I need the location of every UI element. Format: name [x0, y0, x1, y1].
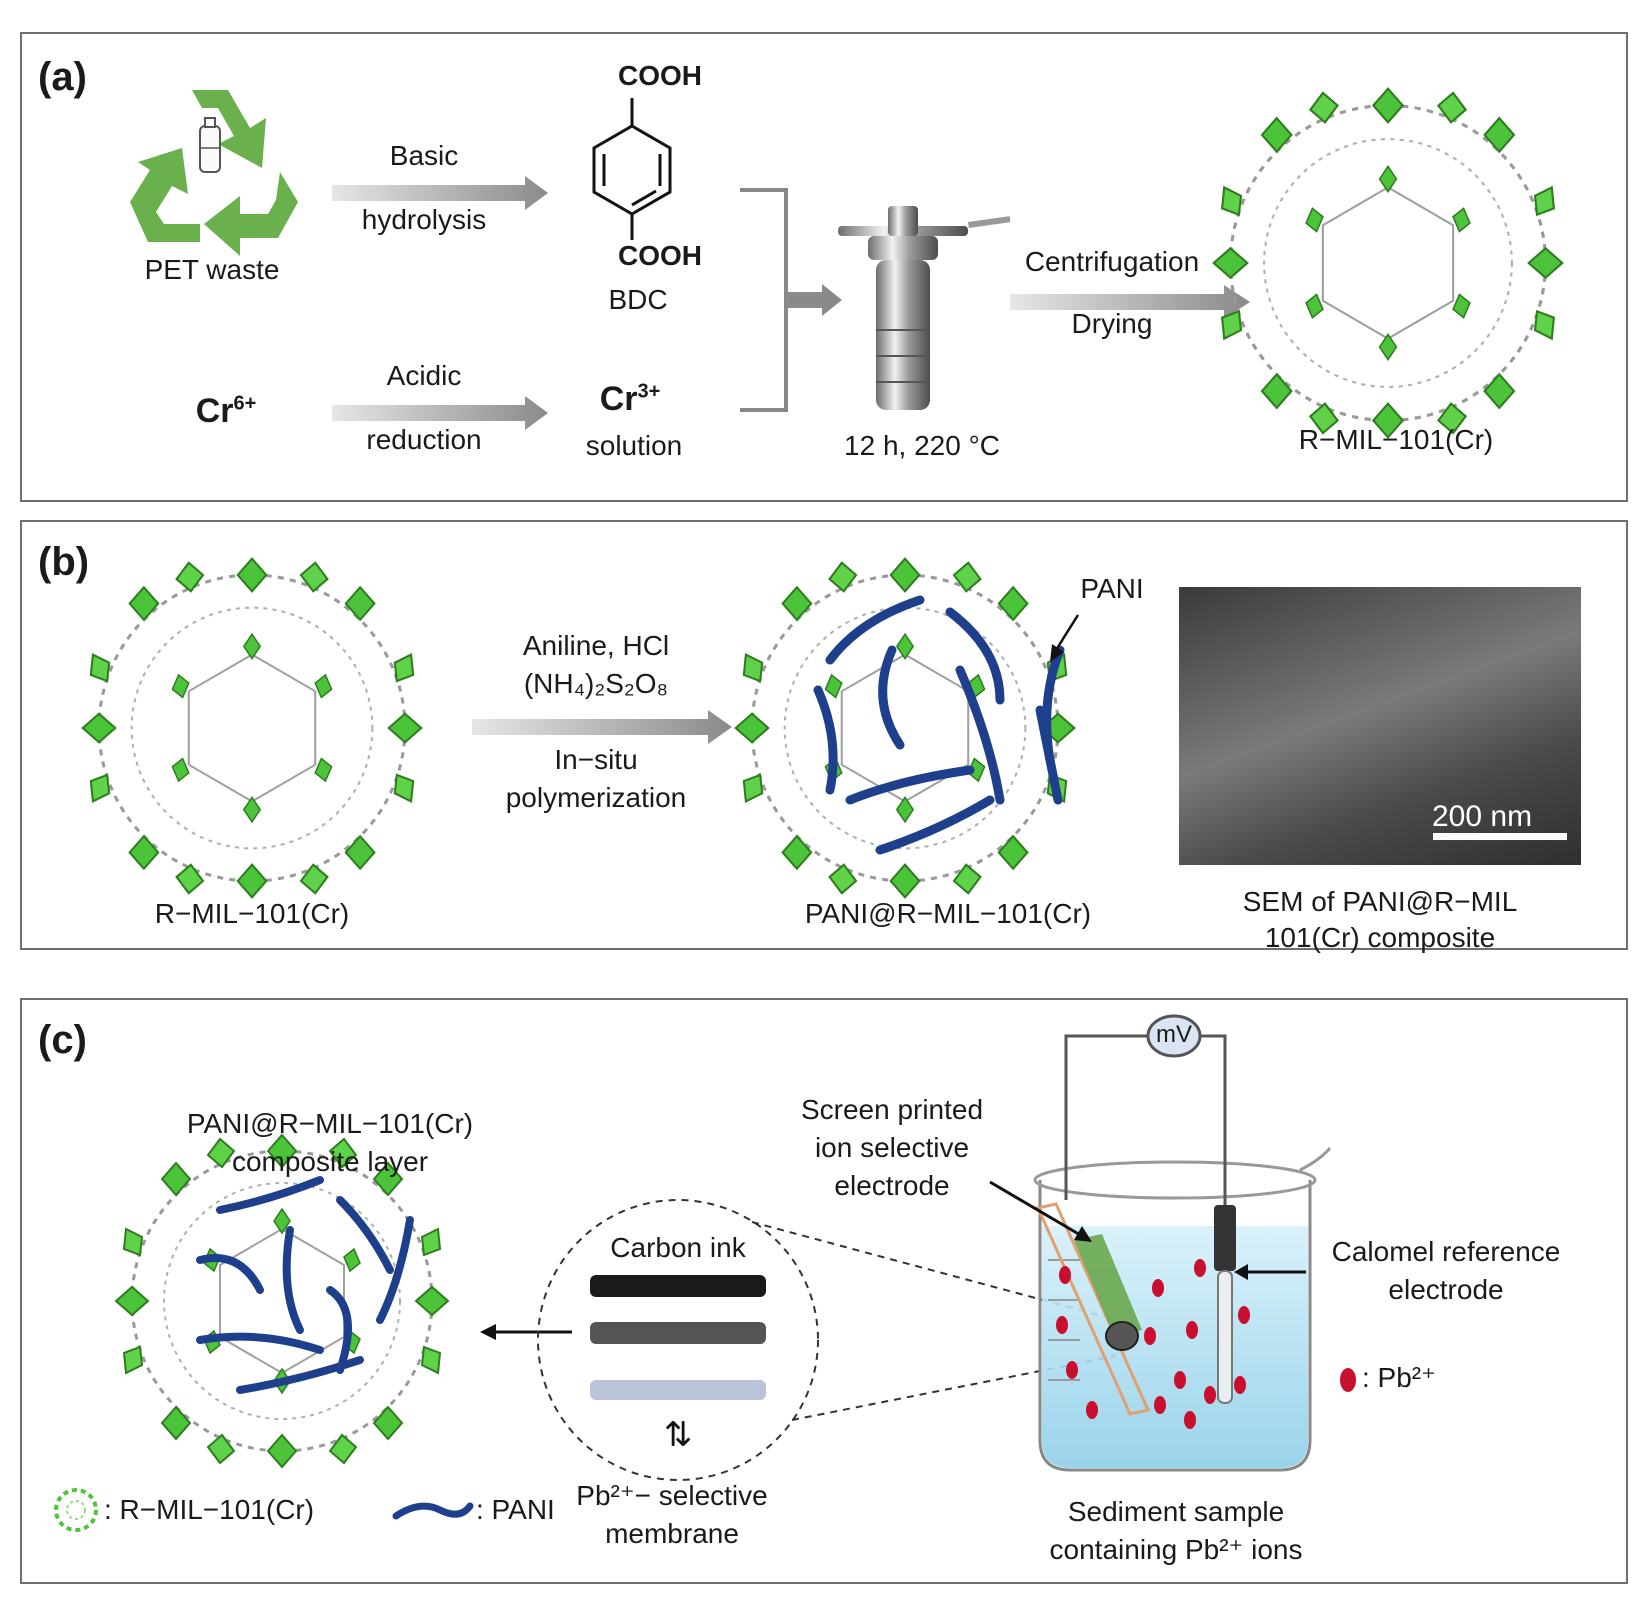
arrow-reduction	[332, 396, 548, 430]
composite-label-b: PANI@R−MIL−101(Cr)	[804, 898, 1092, 929]
screen-printed-electrode	[1035, 1202, 1151, 1416]
spe-pointer	[989, 1180, 1083, 1238]
hydrolysis-label: hydrolysis	[361, 204, 487, 235]
panel-c-label: (c)	[38, 1018, 87, 1062]
spe-pointer-head	[1074, 1226, 1092, 1242]
calomel-electrode	[1214, 1205, 1236, 1404]
carbon-ink-label: Carbon ink	[610, 1232, 746, 1263]
cr3-symbol: Cr	[599, 380, 638, 418]
mof-structure-a	[1212, 87, 1564, 439]
pani-mof-structure-c	[114, 1133, 450, 1469]
pb-legend-label: : Pb²⁺	[1362, 1362, 1436, 1393]
pani-layer-disc	[590, 1322, 766, 1344]
pb-ions	[1056, 1259, 1250, 1429]
bdc-label: BDC	[608, 284, 668, 315]
scalebar-label: 200 nm	[1432, 800, 1533, 833]
autoclave	[838, 206, 1011, 410]
autoclave-conditions-label: 12 h, 220 °C	[844, 430, 1000, 461]
calomel-label1: Calomel reference	[1331, 1236, 1561, 1267]
sem-caption-line1: SEM of PANI@R−MIL	[1242, 886, 1518, 917]
solution-label: solution	[585, 430, 683, 461]
cr6-symbol: Cr	[195, 392, 234, 430]
sem-caption-line2: 101(Cr) composite	[1264, 922, 1496, 953]
spe-label1: Screen printed	[800, 1094, 984, 1125]
cr6-label: Cr6+	[196, 392, 257, 431]
polymerization-label: polymerization	[505, 782, 687, 813]
pani-legend-label: : PANI	[476, 1494, 555, 1525]
mv-meter	[1146, 1014, 1202, 1058]
reduction-label: reduction	[366, 424, 482, 455]
drying-label: Drying	[1071, 308, 1153, 339]
mof-legend-label: : R−MIL−101(Cr)	[104, 1494, 315, 1525]
panel-a	[20, 32, 1628, 502]
in-situ-label: In−situ	[554, 744, 638, 775]
composite-layer-title1: PANI@R−MIL−101(Cr)	[186, 1108, 474, 1139]
calomel-pointer-head	[1234, 1264, 1248, 1280]
membrane-label2: membrane	[605, 1518, 739, 1549]
reagent-aniline-label: Aniline, HCl	[522, 630, 670, 661]
arrow-to-autoclave	[786, 284, 842, 316]
sample-label1: Sediment sample	[1067, 1496, 1285, 1527]
arrow-to-layer-head	[480, 1324, 496, 1340]
recycle-icon	[130, 90, 298, 256]
arrow-polymerization	[472, 710, 732, 744]
scalebar-line	[1433, 833, 1567, 840]
sem-image	[1179, 587, 1581, 865]
pani-chains-b	[813, 595, 1065, 855]
mof-legend-icon	[54, 1488, 98, 1532]
cr3-label: Cr3+	[600, 380, 661, 419]
spe-label2: ion selective	[814, 1132, 970, 1163]
basic-label: Basic	[389, 140, 459, 171]
centrifugation-label: Centrifugation	[1024, 246, 1200, 277]
bdc-structure	[592, 98, 672, 240]
cooh-top-label: COOH	[618, 60, 702, 91]
mv-meter-label: mV	[1156, 1021, 1192, 1048]
arrow-centrifugation	[1010, 285, 1250, 319]
exchange-arrows: ⇅	[664, 1415, 693, 1455]
merge-bracket	[740, 188, 788, 412]
reagent-aps-label: (NH₄)₂S₂O₈	[523, 668, 669, 699]
cooh-bottom-label: COOH	[618, 240, 702, 271]
zoom-line-top	[751, 1221, 1111, 1319]
cr3-charge: 3+	[637, 380, 661, 403]
pb-legend-icon	[1340, 1368, 1356, 1392]
zoom-circle	[537, 1199, 819, 1481]
mof-label-b: R−MIL−101(Cr)	[154, 898, 350, 929]
pet-waste-label: PET waste	[144, 254, 280, 285]
meter-wires	[1064, 1034, 1227, 1240]
sample-label2: containing Pb²⁺ ions	[1049, 1534, 1303, 1565]
panel-a-label: (a)	[38, 55, 87, 99]
pani-legend-icon	[392, 1502, 474, 1520]
pani-pointer-label: PANI	[1080, 573, 1144, 604]
acidic-label: Acidic	[386, 360, 462, 391]
product-label-a: R−MIL−101(Cr)	[1298, 424, 1494, 455]
composite-layer-title2: composite layer	[231, 1146, 429, 1177]
cr6-charge: 6+	[233, 392, 257, 415]
spe-label3: electrode	[834, 1170, 950, 1201]
pani-chains-c	[196, 1176, 414, 1394]
carbon-ink-layer	[590, 1275, 766, 1297]
membrane-layer	[590, 1380, 766, 1400]
pani-pointer-head	[1050, 644, 1064, 662]
calomel-label2: electrode	[1388, 1274, 1504, 1305]
panel-b-label: (b)	[38, 540, 90, 584]
membrane-label1: Pb²⁺− selective	[576, 1480, 768, 1511]
pani-pointer-arrow	[1054, 614, 1080, 651]
arrow-hydrolysis	[332, 176, 548, 210]
mof-structure-b	[81, 557, 423, 899]
beaker	[1033, 1147, 1332, 1472]
